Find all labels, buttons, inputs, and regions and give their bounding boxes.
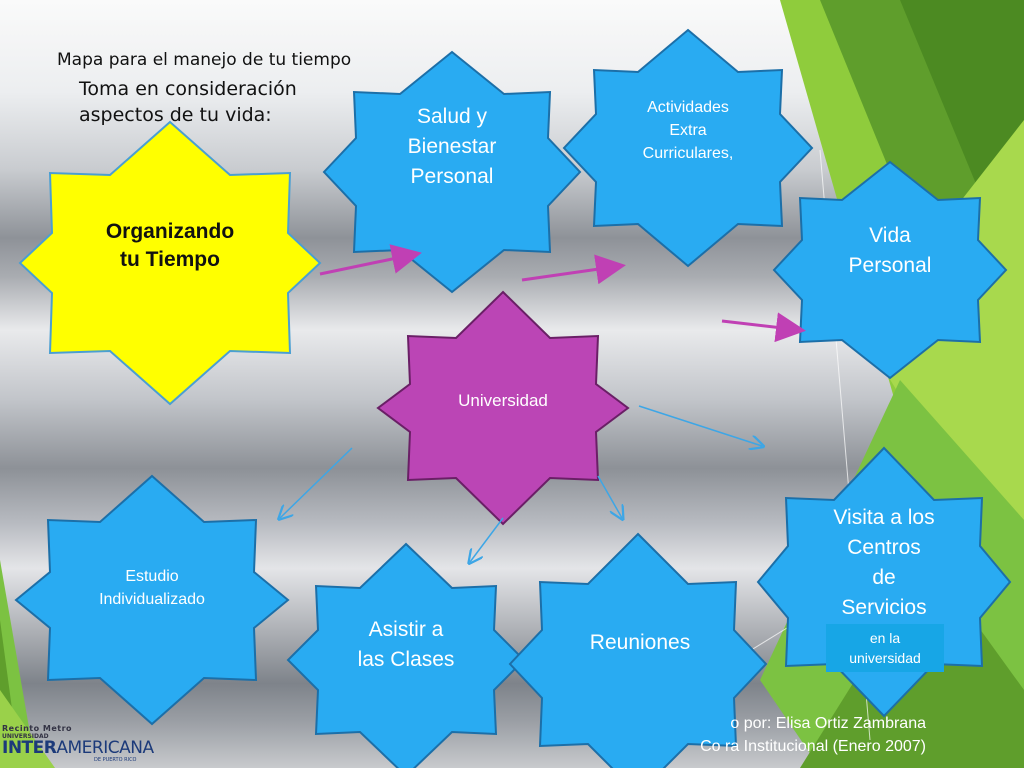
label-actividades: Actividades Extra Curriculares,	[642, 99, 734, 162]
arrow-to-estudio	[280, 447, 353, 518]
star-salud	[322, 50, 582, 294]
arrow-to-visita	[638, 405, 762, 446]
logo-brand: INTERAMERICANA	[2, 738, 154, 758]
logo-line-1: Recinto Metro	[2, 724, 73, 733]
arrow-to-salud	[319, 244, 422, 276]
slide-title: Mapa para el manejo de tu tiempo	[57, 50, 352, 70]
star-actividades	[562, 28, 814, 268]
university-logo: Recinto Metro UNIVERSIDAD INTERAMERICANA…	[2, 724, 154, 764]
logo-brand-regular: AMERICANA	[56, 738, 154, 758]
star-universidad	[376, 290, 630, 526]
star-visita	[756, 446, 1012, 718]
star-vida-personal	[772, 160, 1008, 380]
star-reuniones	[508, 532, 768, 768]
label-universidad: Universidad	[458, 391, 548, 410]
label-estudio: Estudio Individualizado	[99, 568, 205, 608]
label-reuniones: Reuniones	[589, 631, 691, 654]
label-organizando: Organizando tu Tiempo	[105, 220, 235, 271]
label-salud: Salud y Bienestar Personal	[407, 105, 497, 188]
logo-line-4: DE PUERTO RICO	[94, 757, 137, 763]
credit-text: o por: Elisa Ortiz Zambrana Co ra Instit…	[700, 715, 926, 755]
subtitle-line-1: Toma en consideración	[79, 78, 297, 100]
arrow-to-asistir	[470, 517, 504, 562]
logo-brand-bold: INTER	[2, 738, 57, 758]
arrow-to-reuniones	[597, 475, 622, 518]
label-vida-personal: Vida Personal	[848, 224, 932, 277]
slide-subtitle: Toma en consideración aspectos de tu vid…	[79, 76, 297, 128]
arrow-to-vida	[721, 312, 806, 343]
subtitle-line-2: aspectos de tu vida:	[79, 104, 272, 126]
logo-line-2: UNIVERSIDAD	[2, 733, 49, 740]
label-asistir: Asistir a las Clases	[357, 618, 455, 671]
star-organizando	[18, 120, 322, 406]
label-visita: Visita a los Centros de Servicios	[833, 506, 935, 619]
star-estudio	[14, 474, 290, 726]
arrow-to-actividades	[521, 254, 626, 285]
visita-note-box: en la universidad	[826, 624, 944, 672]
star-asistir	[286, 542, 526, 768]
